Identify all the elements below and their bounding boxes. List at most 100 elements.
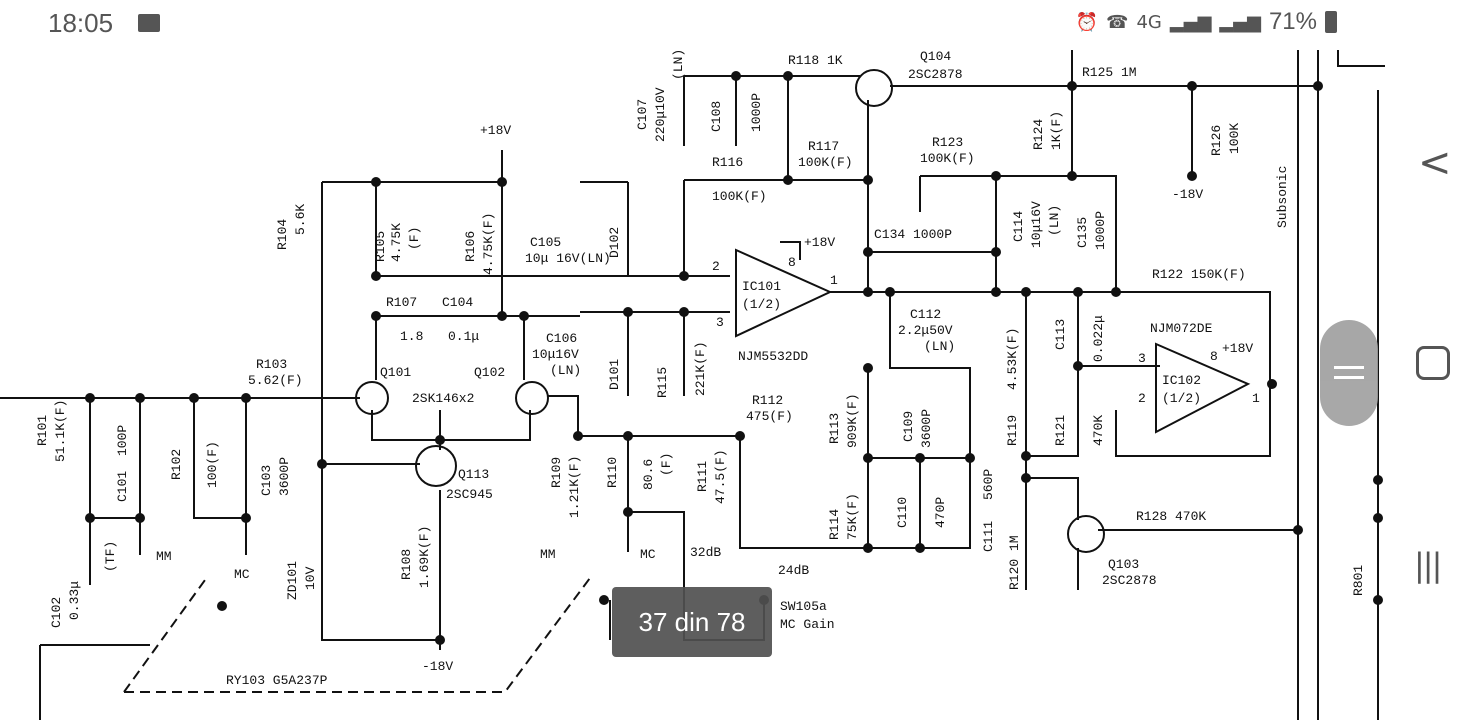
label: 100K(F) bbox=[798, 155, 853, 170]
label: C104 bbox=[442, 295, 473, 310]
label: C103 bbox=[259, 465, 274, 496]
label: C134 1000P bbox=[874, 227, 952, 242]
label: C105 bbox=[530, 235, 561, 250]
label: 3600P bbox=[919, 409, 934, 448]
label: +18V bbox=[480, 123, 511, 138]
label: -18V bbox=[1172, 187, 1203, 202]
recents-button[interactable]: ||| bbox=[1414, 546, 1442, 584]
label: MM bbox=[156, 549, 172, 564]
label: 5.6K bbox=[293, 204, 308, 235]
label: 470K bbox=[1091, 415, 1106, 446]
back-button[interactable]: < bbox=[1418, 140, 1452, 186]
label: R107 bbox=[386, 295, 417, 310]
label: NJM072DE bbox=[1150, 321, 1213, 336]
status-right-group: ⏰ ☎ 4G ▂▄▆ ▂▄▆ 71% bbox=[1076, 8, 1337, 36]
label: 100K(F) bbox=[920, 151, 975, 166]
label: Q101 bbox=[380, 365, 411, 380]
label: 2SC945 bbox=[446, 487, 493, 502]
component-labels: +18V R104 5.6K R105 4.75K (F) R106 4.75K… bbox=[35, 49, 1366, 688]
label: MC bbox=[640, 547, 656, 562]
label: IC101 bbox=[742, 279, 781, 294]
label: 3600P bbox=[277, 457, 292, 496]
label: 4.75K bbox=[389, 223, 404, 262]
label: ZD101 bbox=[285, 561, 300, 600]
label: C110 bbox=[895, 497, 910, 528]
label: 470P bbox=[933, 497, 948, 528]
label: C114 bbox=[1011, 211, 1026, 242]
label: 10V bbox=[303, 566, 318, 590]
label: 220μ10V bbox=[653, 87, 668, 142]
label: 2.2μ50V bbox=[898, 323, 953, 338]
home-button[interactable] bbox=[1416, 346, 1450, 380]
label: 8 bbox=[788, 255, 796, 270]
label: D101 bbox=[607, 359, 622, 390]
label: 75K(F) bbox=[845, 493, 860, 540]
label: SW105a bbox=[780, 599, 827, 614]
label: R102 bbox=[169, 449, 184, 480]
label: R121 bbox=[1053, 415, 1068, 446]
label: +18V bbox=[1222, 341, 1253, 356]
label: C106 bbox=[546, 331, 577, 346]
signal-icon: ▂▄▆ bbox=[1219, 11, 1261, 33]
label: C111 bbox=[981, 521, 996, 552]
label: MC bbox=[234, 567, 250, 582]
page-indicator-toast: 37 din 78 bbox=[612, 587, 772, 657]
label: Subsonic bbox=[1275, 166, 1290, 228]
label: R108 bbox=[399, 549, 414, 580]
label: (LN) bbox=[924, 339, 955, 354]
label: 3 bbox=[716, 315, 724, 330]
label: R123 bbox=[932, 135, 963, 150]
label: R116 bbox=[712, 155, 743, 170]
navigation-bar bbox=[1385, 0, 1480, 720]
label: 2 bbox=[1138, 391, 1146, 406]
status-bar: 18:05 ⏰ ☎ 4G ▂▄▆ ▂▄▆ 71% bbox=[0, 0, 1385, 50]
label: R128 470K bbox=[1136, 509, 1206, 524]
label: 1.69K(F) bbox=[417, 526, 432, 588]
label: 80.6 bbox=[641, 459, 656, 490]
label: 100(F) bbox=[205, 441, 220, 488]
label: R119 bbox=[1005, 415, 1020, 446]
label: RY103 G5A237P bbox=[226, 673, 328, 688]
network-type: 4G bbox=[1136, 11, 1162, 33]
label: Q103 bbox=[1108, 557, 1139, 572]
label: 5.62(F) bbox=[248, 373, 303, 388]
label: C107 bbox=[635, 99, 650, 130]
label: 10μ16V bbox=[532, 347, 579, 362]
fast-scroll-handle[interactable] bbox=[1320, 320, 1378, 426]
label: 8 bbox=[1210, 349, 1218, 364]
label: (LN) bbox=[1047, 205, 1062, 236]
label: 1000P bbox=[1093, 211, 1108, 250]
label: 2 bbox=[712, 259, 720, 274]
label: 0.1μ bbox=[448, 329, 479, 344]
label: C102 bbox=[49, 597, 64, 628]
label: Q113 bbox=[458, 467, 489, 482]
wifi-call-icon: ☎ bbox=[1106, 11, 1129, 33]
label: C101 bbox=[115, 471, 130, 502]
label: R112 bbox=[752, 393, 783, 408]
label: 1000P bbox=[749, 93, 764, 132]
label: R111 bbox=[695, 461, 710, 492]
label: 1 bbox=[1252, 391, 1260, 406]
transistor-symbols bbox=[355, 69, 1105, 553]
label: C135 bbox=[1075, 217, 1090, 248]
label: MM bbox=[540, 547, 556, 562]
grip-line bbox=[1334, 366, 1364, 369]
label: C113 bbox=[1053, 319, 1068, 350]
label: 10μ 16V(LN) bbox=[525, 251, 611, 266]
label: IC102 bbox=[1162, 373, 1201, 388]
label: 0.33μ bbox=[67, 581, 82, 620]
label: 1K(F) bbox=[1049, 111, 1064, 150]
label: R106 bbox=[463, 231, 478, 262]
label: (1/2) bbox=[1162, 391, 1201, 406]
label: R109 bbox=[549, 457, 564, 488]
junction-dots bbox=[85, 71, 1383, 645]
label: NJM5532DD bbox=[738, 349, 808, 364]
label: 10μ16V bbox=[1029, 201, 1044, 248]
battery-percent: 71% bbox=[1268, 8, 1317, 35]
label: D102 bbox=[607, 227, 622, 258]
label: 221K(F) bbox=[693, 341, 708, 396]
label: (LN) bbox=[550, 363, 581, 378]
label: 1.21K(F) bbox=[567, 456, 582, 518]
label: R120 1M bbox=[1007, 535, 1022, 590]
label: 32dB bbox=[690, 545, 721, 560]
